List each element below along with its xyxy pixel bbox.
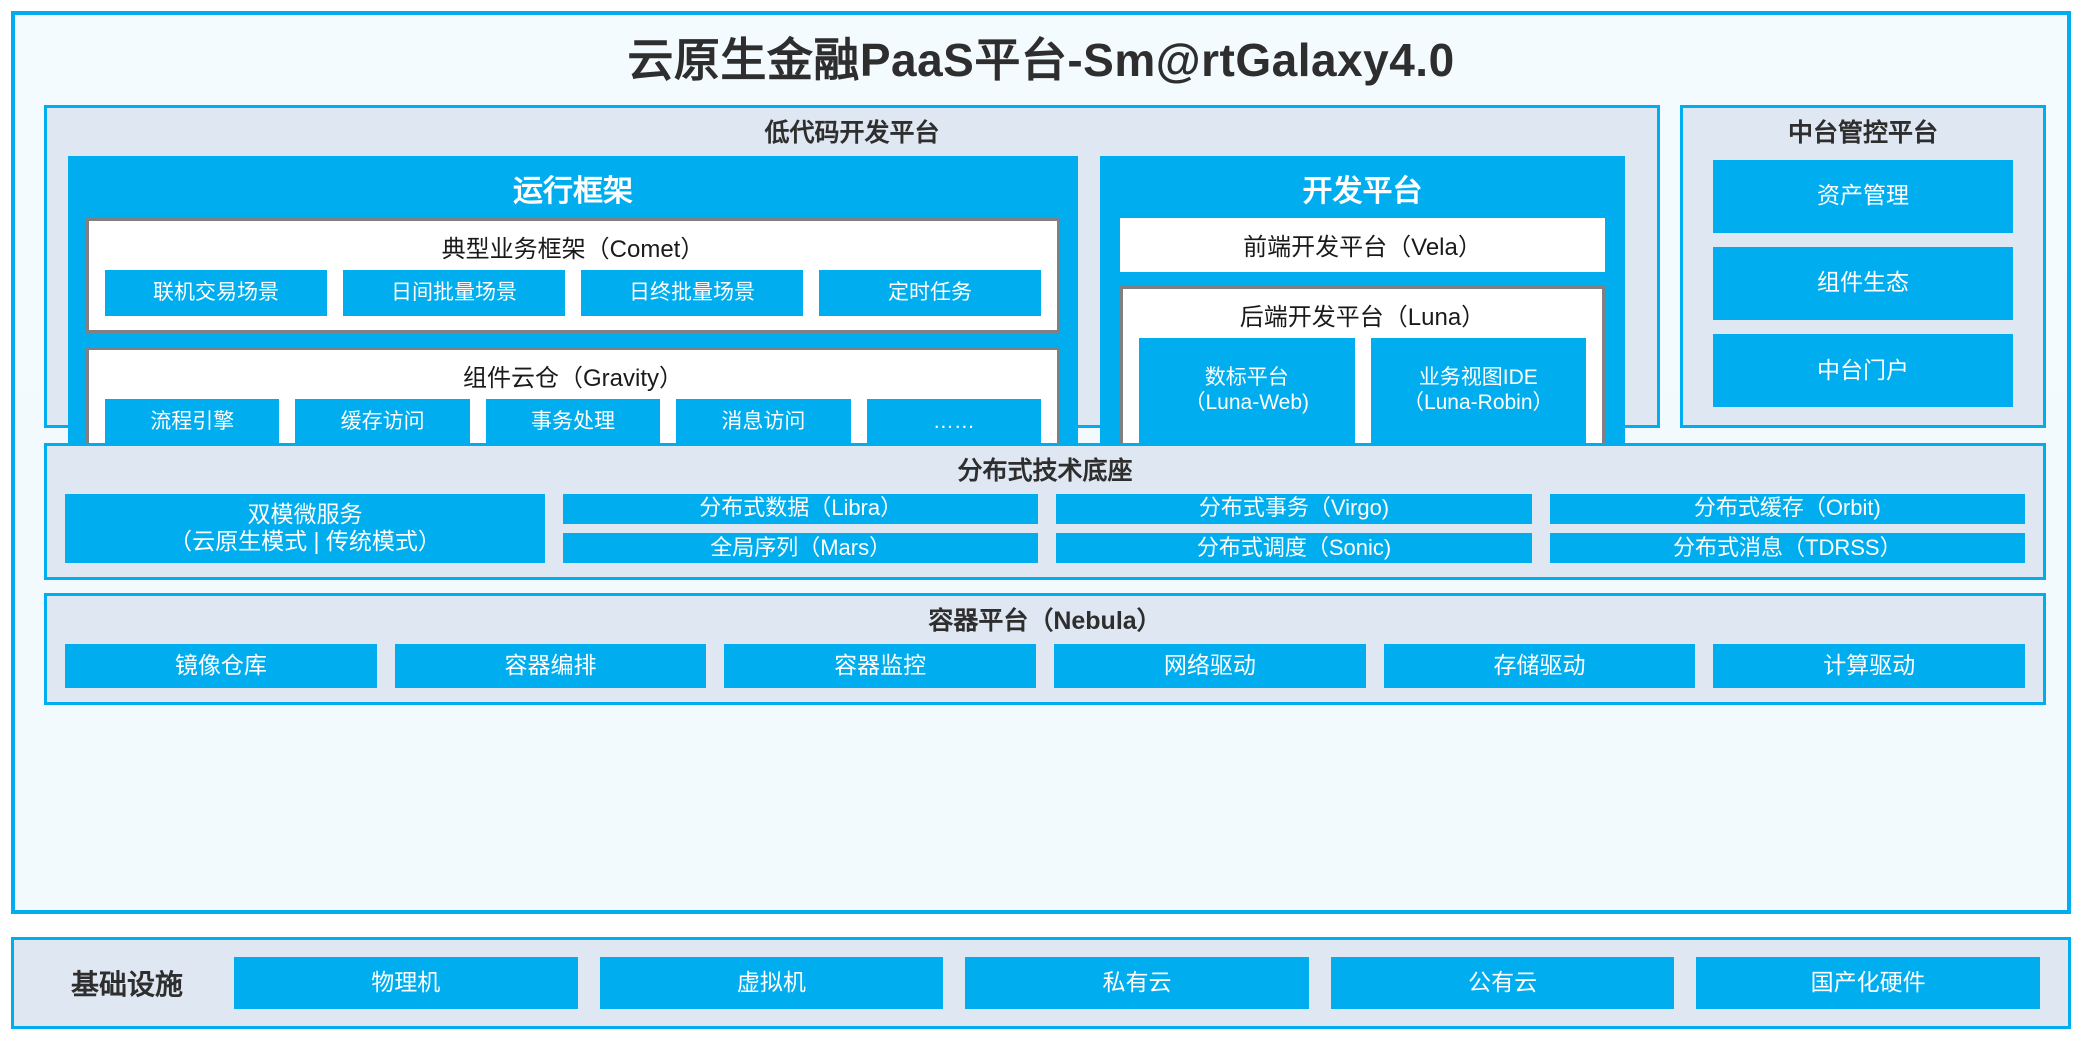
- development-platform-body: 前端开发平台（Vela） 后端开发平台（Luna） 数标平台 （Luna-Web…: [1100, 217, 1625, 478]
- container-platform-title: 容器平台（Nebula）: [928, 607, 1162, 635]
- luna-chip-row: 数标平台 （Luna-Web) 业务视图IDE （Luna-Robin）: [1123, 337, 1602, 457]
- gravity-item-ellipsis[interactable]: ……: [866, 398, 1042, 445]
- control-platform-items: 资产管理 组件生态 中台门户: [1683, 156, 2043, 426]
- tech-base-col-3: 分布式缓存（Orbit) 分布式消息（TDRSS）: [1549, 493, 2025, 563]
- control-platform-title: 中台管控平台: [1787, 119, 1938, 147]
- control-platform-item-portal[interactable]: 中台门户: [1713, 333, 2013, 408]
- runtime-framework-title: 运行框架: [513, 174, 633, 208]
- container-platform-body: 镜像仓库 容器编排 容器监控 网络驱动 存储驱动 计算驱动: [47, 643, 2043, 703]
- page-title: 云原生金融PaaS平台-Sm@rtGalaxy4.0: [627, 34, 1455, 86]
- gravity-item[interactable]: 流程引擎: [105, 398, 280, 445]
- gravity-item[interactable]: 消息访问: [676, 398, 851, 445]
- infrastructure-item[interactable]: 物理机: [234, 957, 578, 1009]
- control-platform-item-asset[interactable]: 资产管理: [1713, 159, 2013, 233]
- luna-item-robin[interactable]: 业务视图IDE （Luna-Robin）: [1370, 337, 1586, 443]
- tech-base-title: 分布式技术底座: [957, 457, 1133, 485]
- platform-frame: 云原生金融PaaS平台-Sm@rtGalaxy4.0 低代码开发平台 运行框架 …: [11, 11, 2071, 914]
- container-platform-item[interactable]: 容器编排: [394, 643, 707, 688]
- container-platform-item[interactable]: 容器监控: [724, 643, 1037, 688]
- gravity-card: 组件云仓（Gravity） 流程引擎 缓存访问 事务处理 消息访问 ……: [86, 346, 1060, 462]
- lowcode-platform-title: 低代码开发平台: [764, 119, 940, 147]
- infrastructure-item[interactable]: 国产化硬件: [1696, 957, 2040, 1009]
- control-platform-panel: 中台管控平台 资产管理 组件生态 中台门户: [1680, 105, 2046, 428]
- tech-base-panel: 分布式技术底座 双模微服务 （云原生模式 | 传统模式） 分布式数据（Libra…: [44, 443, 2046, 580]
- infrastructure-bar: 基础设施 物理机 虚拟机 私有云 公有云 国产化硬件: [11, 937, 2071, 1029]
- gravity-item[interactable]: 事务处理: [485, 398, 661, 445]
- tech-base-item[interactable]: 全局序列（Mars）: [563, 532, 1039, 563]
- tech-base-item[interactable]: 分布式消息（TDRSS）: [1549, 532, 2025, 563]
- comet-chip-row: 联机交易场景 日间批量场景 日终批量场景 定时任务: [89, 269, 1057, 330]
- tech-base-col-2: 分布式事务（Virgo) 分布式调度（Sonic): [1056, 493, 1532, 563]
- backend-platform-luna-title: 后端开发平台（Luna）: [1239, 303, 1486, 331]
- container-platform-panel: 容器平台（Nebula） 镜像仓库 容器编排 容器监控 网络驱动 存储驱动 计算…: [44, 593, 2046, 705]
- infrastructure-item[interactable]: 虚拟机: [599, 957, 944, 1009]
- tech-base-item[interactable]: 分布式事务（Virgo): [1056, 493, 1532, 524]
- tech-base-body: 双模微服务 （云原生模式 | 传统模式） 分布式数据（Libra） 全局序列（M…: [47, 493, 2043, 578]
- tech-base-col-1: 分布式数据（Libra） 全局序列（Mars）: [563, 493, 1039, 563]
- comet-title: 典型业务框架（Comet）: [441, 235, 705, 263]
- backend-platform-luna-card: 后端开发平台（Luna） 数标平台 （Luna-Web) 业务视图IDE （Lu…: [1120, 285, 1605, 460]
- gravity-chip-row: 流程引擎 缓存访问 事务处理 消息访问 ……: [89, 398, 1057, 459]
- luna-item-web[interactable]: 数标平台 （Luna-Web): [1139, 337, 1355, 443]
- container-platform-item[interactable]: 计算驱动: [1713, 643, 2026, 688]
- container-platform-item[interactable]: 存储驱动: [1383, 643, 1696, 688]
- tech-base-highlight-col: 双模微服务 （云原生模式 | 传统模式）: [65, 493, 545, 563]
- comet-item[interactable]: 联机交易场景: [105, 269, 327, 316]
- container-platform-item[interactable]: 镜像仓库: [65, 643, 377, 688]
- comet-item[interactable]: 定时任务: [819, 269, 1041, 316]
- top-row: 低代码开发平台 运行框架 典型业务框架（Comet） 联机交易场景 日间批量场景: [44, 105, 2046, 478]
- development-platform-block: 开发平台 前端开发平台（Vela） 后端开发平台（Luna） 数标平台 （Lun…: [1100, 155, 1625, 478]
- tech-base-dual-mode-microservice[interactable]: 双模微服务 （云原生模式 | 传统模式）: [65, 493, 545, 563]
- tech-base-item[interactable]: 分布式调度（Sonic): [1056, 532, 1532, 563]
- infrastructure-label: 基础设施: [70, 969, 183, 1000]
- comet-card: 典型业务框架（Comet） 联机交易场景 日间批量场景 日终批量场景 定时任务: [86, 217, 1060, 333]
- runtime-framework-body: 典型业务框架（Comet） 联机交易场景 日间批量场景 日终批量场景 定时任务 …: [68, 217, 1078, 478]
- infrastructure-item[interactable]: 公有云: [1330, 957, 1675, 1009]
- comet-item[interactable]: 日终批量场景: [581, 269, 803, 316]
- gravity-title: 组件云仓（Gravity）: [462, 364, 683, 392]
- runtime-framework-block: 运行框架 典型业务框架（Comet） 联机交易场景 日间批量场景 日终批量场景 …: [68, 155, 1078, 478]
- container-platform-item[interactable]: 网络驱动: [1054, 643, 1366, 688]
- comet-item[interactable]: 日间批量场景: [343, 269, 565, 316]
- control-platform-item-component[interactable]: 组件生态: [1713, 246, 2013, 320]
- lowcode-platform-body: 运行框架 典型业务框架（Comet） 联机交易场景 日间批量场景 日终批量场景 …: [47, 155, 1657, 498]
- gravity-item[interactable]: 缓存访问: [295, 398, 470, 445]
- development-platform-title: 开发平台: [1302, 174, 1423, 208]
- tech-base-item[interactable]: 分布式缓存（Orbit): [1549, 493, 2025, 524]
- infrastructure-item[interactable]: 私有云: [965, 957, 1309, 1009]
- tech-base-item[interactable]: 分布式数据（Libra）: [563, 493, 1039, 524]
- lowcode-platform-panel: 低代码开发平台 运行框架 典型业务框架（Comet） 联机交易场景 日间批量场景: [44, 105, 1660, 478]
- frontend-platform-vela[interactable]: 前端开发平台（Vela）: [1120, 217, 1605, 272]
